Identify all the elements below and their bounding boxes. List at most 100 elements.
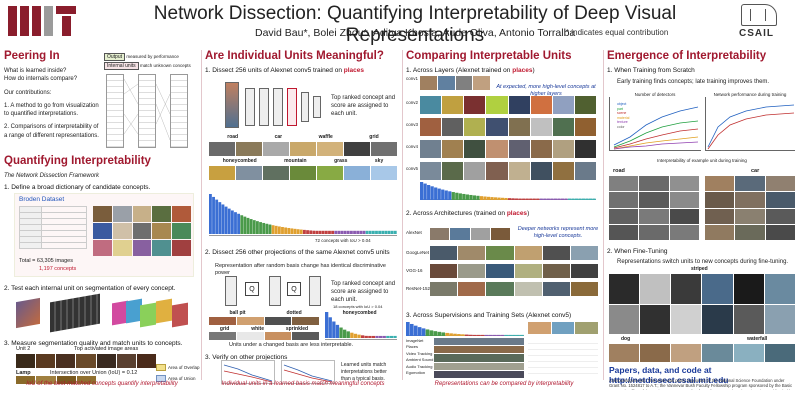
unit-activation-strip <box>16 354 156 368</box>
histogram-bar <box>384 230 388 234</box>
histogram-bar <box>256 221 259 234</box>
layer-label: conv3 <box>406 122 419 127</box>
step-fine-tuning: 2. When Fine-Tuning <box>607 248 668 255</box>
histogram-bar <box>434 187 438 200</box>
histogram-bar <box>293 228 297 234</box>
arch-label: GoogLeNet <box>406 250 430 255</box>
histogram-bar <box>511 198 515 200</box>
supervision-label: Places <box>406 344 419 350</box>
unit-histogram-1 <box>209 190 397 236</box>
histogram-bar <box>375 335 379 338</box>
histogram-bar <box>500 197 505 200</box>
histogram-bar <box>429 330 434 336</box>
histogram-bar <box>497 197 501 200</box>
histogram-bar <box>539 198 543 200</box>
column-divider <box>402 50 403 380</box>
histogram-bar <box>296 229 300 234</box>
concept-count-1: 72 concepts with IoU > 0.04 <box>315 238 371 243</box>
histogram-bar <box>243 216 247 234</box>
histogram-bar <box>500 334 505 336</box>
output-label: Output <box>104 53 126 61</box>
histogram-bar <box>451 192 455 200</box>
histogram-bar <box>353 230 356 234</box>
train-label-road: road <box>613 168 625 174</box>
verify-note: Learned units match interpretations bett… <box>341 362 387 382</box>
histogram-bar <box>240 215 244 234</box>
histogram-bar <box>368 335 372 338</box>
car-training-grid <box>705 176 795 240</box>
histogram-bar <box>382 335 386 338</box>
step-verify-projections: 3. Verify on other projections <box>205 354 288 361</box>
column-3-caption: Representations can be compared by inter… <box>434 381 574 387</box>
column-individual-units: Are Individual Units Meaningful? 1. Diss… <box>205 48 401 390</box>
total-images: Total = 63,305 images <box>19 258 73 264</box>
histogram-bar <box>472 195 477 200</box>
area-union-label: Area of Union <box>168 376 196 381</box>
places-logo: places <box>506 210 528 217</box>
histogram-bar <box>449 333 453 336</box>
column-divider <box>603 50 604 380</box>
histogram-bar <box>268 224 272 234</box>
histogram-bar <box>476 334 481 336</box>
equal-contribution-note: * indicates equal contribution <box>566 28 669 37</box>
histogram-bar <box>437 188 441 200</box>
histogram-bar <box>224 206 228 234</box>
step-define-dictionary: 1. Define a broad dictionary of candidat… <box>4 184 151 191</box>
histogram-bar <box>560 198 565 200</box>
histogram-bar <box>529 198 533 200</box>
histogram-bar <box>522 198 526 200</box>
csail-logo: CSAIL <box>731 4 789 40</box>
histogram-bar <box>274 225 278 234</box>
histogram-bar <box>406 322 410 336</box>
step-across-layers: 1. Across Layers (Alexnet trained on pla… <box>406 67 535 74</box>
project-link[interactable]: Papers, data, and code at http://netdiss… <box>609 365 729 385</box>
histogram-bar <box>479 196 484 200</box>
unit-label: Unit 2 <box>16 346 31 352</box>
concept-label: white <box>251 326 264 332</box>
histogram-bar <box>557 198 561 200</box>
poster-title: Network Dissection: Quantifying Interpre… <box>153 3 677 46</box>
concept-label: dotted <box>286 310 302 316</box>
lamp-segmentation-strip <box>16 376 96 384</box>
layer-label: conv4 <box>406 144 419 149</box>
histogram-bar <box>588 198 593 200</box>
histogram-bar <box>209 194 212 234</box>
ft-label-dog: dog <box>621 336 631 342</box>
internal-units-label: Internal units <box>104 62 139 70</box>
union-swatch <box>156 375 166 382</box>
chart-title: Number of detectors <box>634 92 676 97</box>
histogram-bar <box>472 334 477 336</box>
histogram-bar <box>512 334 516 336</box>
histogram-bar <box>441 189 445 200</box>
histogram-bar <box>324 230 328 234</box>
histogram-bar <box>437 331 442 336</box>
histogram-bar <box>465 334 469 336</box>
histogram-bar <box>592 198 596 200</box>
histogram-bar <box>550 198 554 200</box>
architecture-comparison: AlexNet GoogLeNet VGG-16 ResNet-152 <box>406 224 602 306</box>
histogram-bar <box>281 226 284 234</box>
histogram-bar <box>518 198 522 200</box>
chart-title: Network performance during training <box>713 92 787 97</box>
histogram-bar <box>433 331 438 336</box>
interpretability-title: Interpretability of example unit during … <box>657 158 747 163</box>
histogram-bar <box>571 198 575 200</box>
histogram-bar <box>567 198 572 200</box>
histogram-bar <box>227 208 231 234</box>
histogram-bar <box>303 229 306 234</box>
concept-label: grid <box>369 134 379 140</box>
histogram-bar <box>379 335 383 338</box>
histogram-bar <box>252 220 256 234</box>
histogram-bar <box>361 335 365 338</box>
histogram-bar <box>490 197 494 200</box>
layer-label: conv1 <box>406 76 419 81</box>
histogram-bar <box>357 334 361 338</box>
histogram-bar <box>430 186 434 200</box>
section-heading-quantifying: Quantifying Interpretability <box>4 155 151 167</box>
histogram-bar <box>553 198 557 200</box>
histogram-bar <box>312 230 316 234</box>
histogram-bar <box>546 198 550 200</box>
column-1-caption: IoU of the best-matched concepts quantif… <box>26 381 178 387</box>
histogram-bar <box>290 228 294 234</box>
histogram-bar <box>564 198 568 200</box>
